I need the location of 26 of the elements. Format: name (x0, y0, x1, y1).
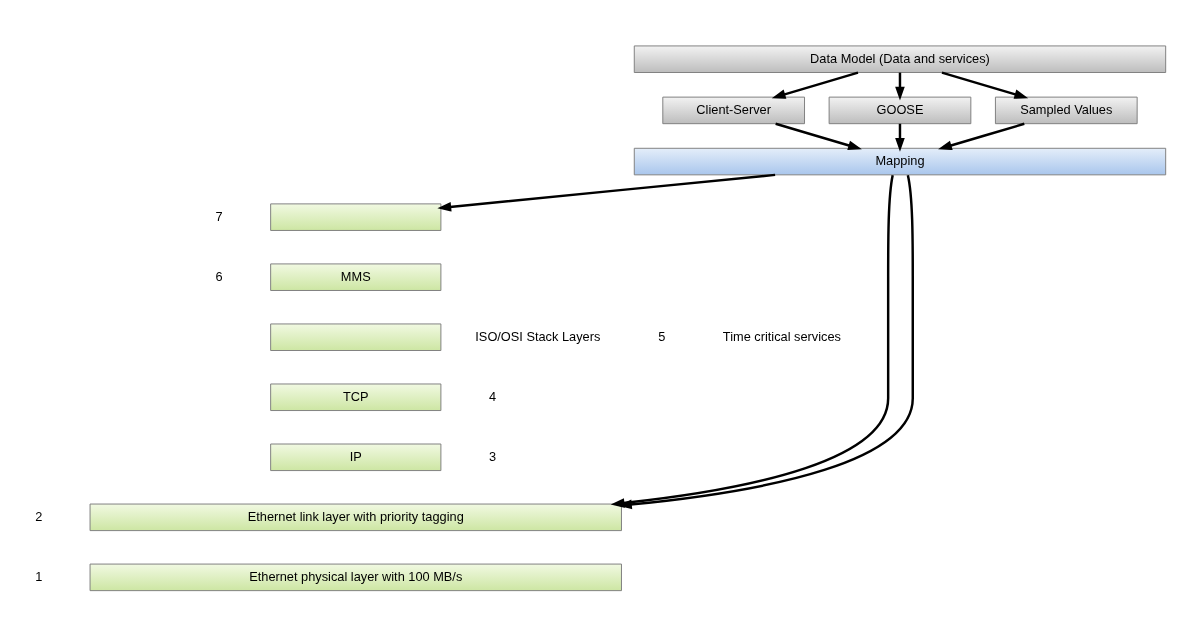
label: 3 (489, 448, 497, 464)
node-box: GOOSE (828, 96, 972, 124)
arrow (941, 70, 1029, 99)
arrow (771, 70, 859, 99)
node-box (270, 202, 442, 231)
node-box: Data Model (Data and services) (633, 44, 1167, 73)
node-box: Ethernet physical layer with 100 MB/s (89, 563, 622, 591)
node-box: Ethernet link layer with priority tagging (89, 503, 622, 531)
node-box (270, 322, 442, 351)
label: 6 (215, 268, 223, 284)
node-box: Client-Server (662, 96, 805, 124)
arrow (775, 122, 862, 150)
node-box: Mapping (633, 147, 1167, 175)
label: 5 (658, 328, 666, 344)
label: Time critical services (722, 328, 841, 344)
node-box: IP (270, 443, 442, 471)
node-box: MMS (270, 262, 442, 291)
arrow (938, 122, 1025, 150)
node-box: Sampled Values (994, 96, 1138, 124)
arrow (437, 173, 776, 212)
node-box: TCP (270, 383, 442, 411)
label: 4 (489, 388, 497, 404)
label: 2 (35, 508, 43, 524)
label: 1 (35, 568, 43, 584)
label: ISO/OSI Stack Layers (475, 328, 601, 344)
label: 7 (215, 208, 223, 224)
